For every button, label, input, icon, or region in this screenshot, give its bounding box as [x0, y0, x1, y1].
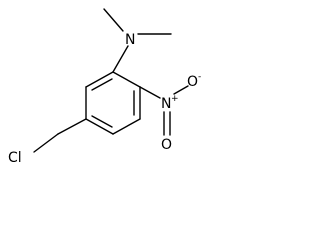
bond-ring-to-amine-n — [112, 45, 129, 73]
bond-nitro-n-to-oxygen-right — [173, 85, 189, 95]
chloromethyl-group: Cl — [8, 118, 87, 166]
ring-bond-c6-c1 — [112, 71, 141, 88]
ring-double-bond-c3-c4 — [91, 115, 113, 128]
chlorine-label: Cl — [8, 150, 22, 166]
bond-ring-to-nitro-n — [139, 86, 161, 99]
structure-drawing: N N + O - O Cl — [8, 8, 201, 166]
ring-double-bond-c1-c2 — [91, 78, 113, 91]
bond-amine-n-to-methyl-left — [103, 8, 124, 32]
nitro-nitrogen-charge: + — [171, 94, 179, 104]
bond-ch2-to-chlorine — [33, 133, 59, 153]
bond-ring-to-ch2 — [57, 118, 87, 135]
dimethylamino-group: N — [103, 8, 172, 73]
nitro-group: N + O - O — [139, 72, 201, 153]
ring-bond-c4-c5 — [112, 118, 141, 135]
nitro-oxygen-right-charge: - — [198, 72, 201, 82]
amine-nitrogen-label: N — [125, 32, 135, 48]
nitro-oxygen-down-label: O — [161, 137, 172, 153]
chemical-structure-diagram: N N + O - O Cl — [0, 0, 205, 184]
benzene-ring — [85, 71, 141, 135]
nitro-oxygen-right-label: O — [187, 74, 198, 90]
nitro-nitrogen-label: N — [161, 96, 171, 112]
ring-bond-c3-c4 — [85, 118, 114, 135]
ring-bond-c1-c2 — [85, 71, 114, 88]
